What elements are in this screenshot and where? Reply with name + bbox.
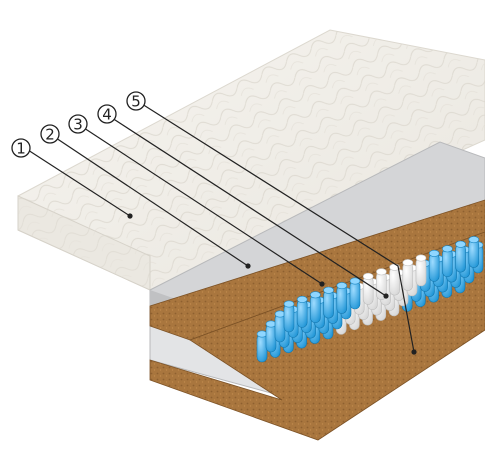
spring-pocket [336, 285, 348, 314]
callout-badge-4: 4 [97, 104, 117, 124]
spring-pocket [283, 303, 295, 333]
callout-number-3: 3 [73, 116, 83, 134]
spring-pocket-top [455, 240, 466, 248]
spring-pocket [455, 243, 466, 273]
spring-pocket [468, 239, 480, 268]
callout-number-5: 5 [131, 93, 141, 111]
spring-pocket-top [402, 259, 414, 267]
spring-pocket-top [310, 291, 321, 299]
callout-badge-2: 2 [40, 124, 60, 144]
spring-pocket [428, 253, 440, 282]
quilted-cover [17, 29, 485, 291]
leader-line-4 [111, 117, 387, 297]
leader-line-2 [55, 137, 249, 267]
spring-pocket [402, 262, 414, 291]
spring-pocket-top [415, 254, 427, 262]
callout-badge-5: 5 [126, 91, 146, 111]
spring-pocket [274, 313, 286, 343]
spring-pocket [442, 248, 453, 278]
spring-pocket-top [376, 268, 387, 276]
callout-badge-3: 3 [68, 114, 88, 134]
spring-pocket [323, 289, 334, 319]
spring-pocket-top [428, 249, 440, 257]
leader-dot-3 [319, 281, 325, 287]
spring-pocket [389, 266, 400, 296]
spring-pocket [296, 299, 308, 328]
spring-pocket [349, 280, 361, 310]
spring-pocket [265, 323, 277, 353]
callout-number-2: 2 [45, 126, 55, 144]
callout-badge-1: 1 [11, 138, 31, 158]
spring-pocket-top [349, 277, 361, 285]
spring-pocket-top [468, 236, 480, 244]
spring-pocket-top [265, 320, 277, 328]
leader-dot-2 [245, 263, 251, 269]
callout-number-4: 4 [102, 106, 112, 124]
spring-pocket-top [283, 300, 295, 308]
leader-line-5 [141, 103, 415, 353]
leader-line-1 [27, 149, 131, 217]
leader-dot-4 [383, 293, 389, 299]
spring-pocket [310, 294, 321, 324]
spring-pocket [256, 333, 268, 363]
spring-pocket [362, 276, 374, 305]
leader-dot-1 [127, 213, 133, 219]
spring-pocket-top [274, 310, 286, 318]
callouts: 1 2 3 4 5 [11, 91, 417, 355]
spring-pocket-top [362, 272, 374, 280]
spring-pocket-top [256, 330, 268, 338]
callout-number-1: 1 [16, 140, 26, 158]
spring-pocket-top [296, 295, 308, 303]
spring-pocket-top [442, 245, 453, 253]
leader-line-3 [83, 127, 323, 285]
spring-pocket-top [323, 286, 334, 294]
pocket-springs [256, 236, 484, 363]
spring-pocket [415, 257, 427, 287]
spring-pocket-top [336, 282, 348, 290]
leader-dot-5 [411, 349, 417, 355]
